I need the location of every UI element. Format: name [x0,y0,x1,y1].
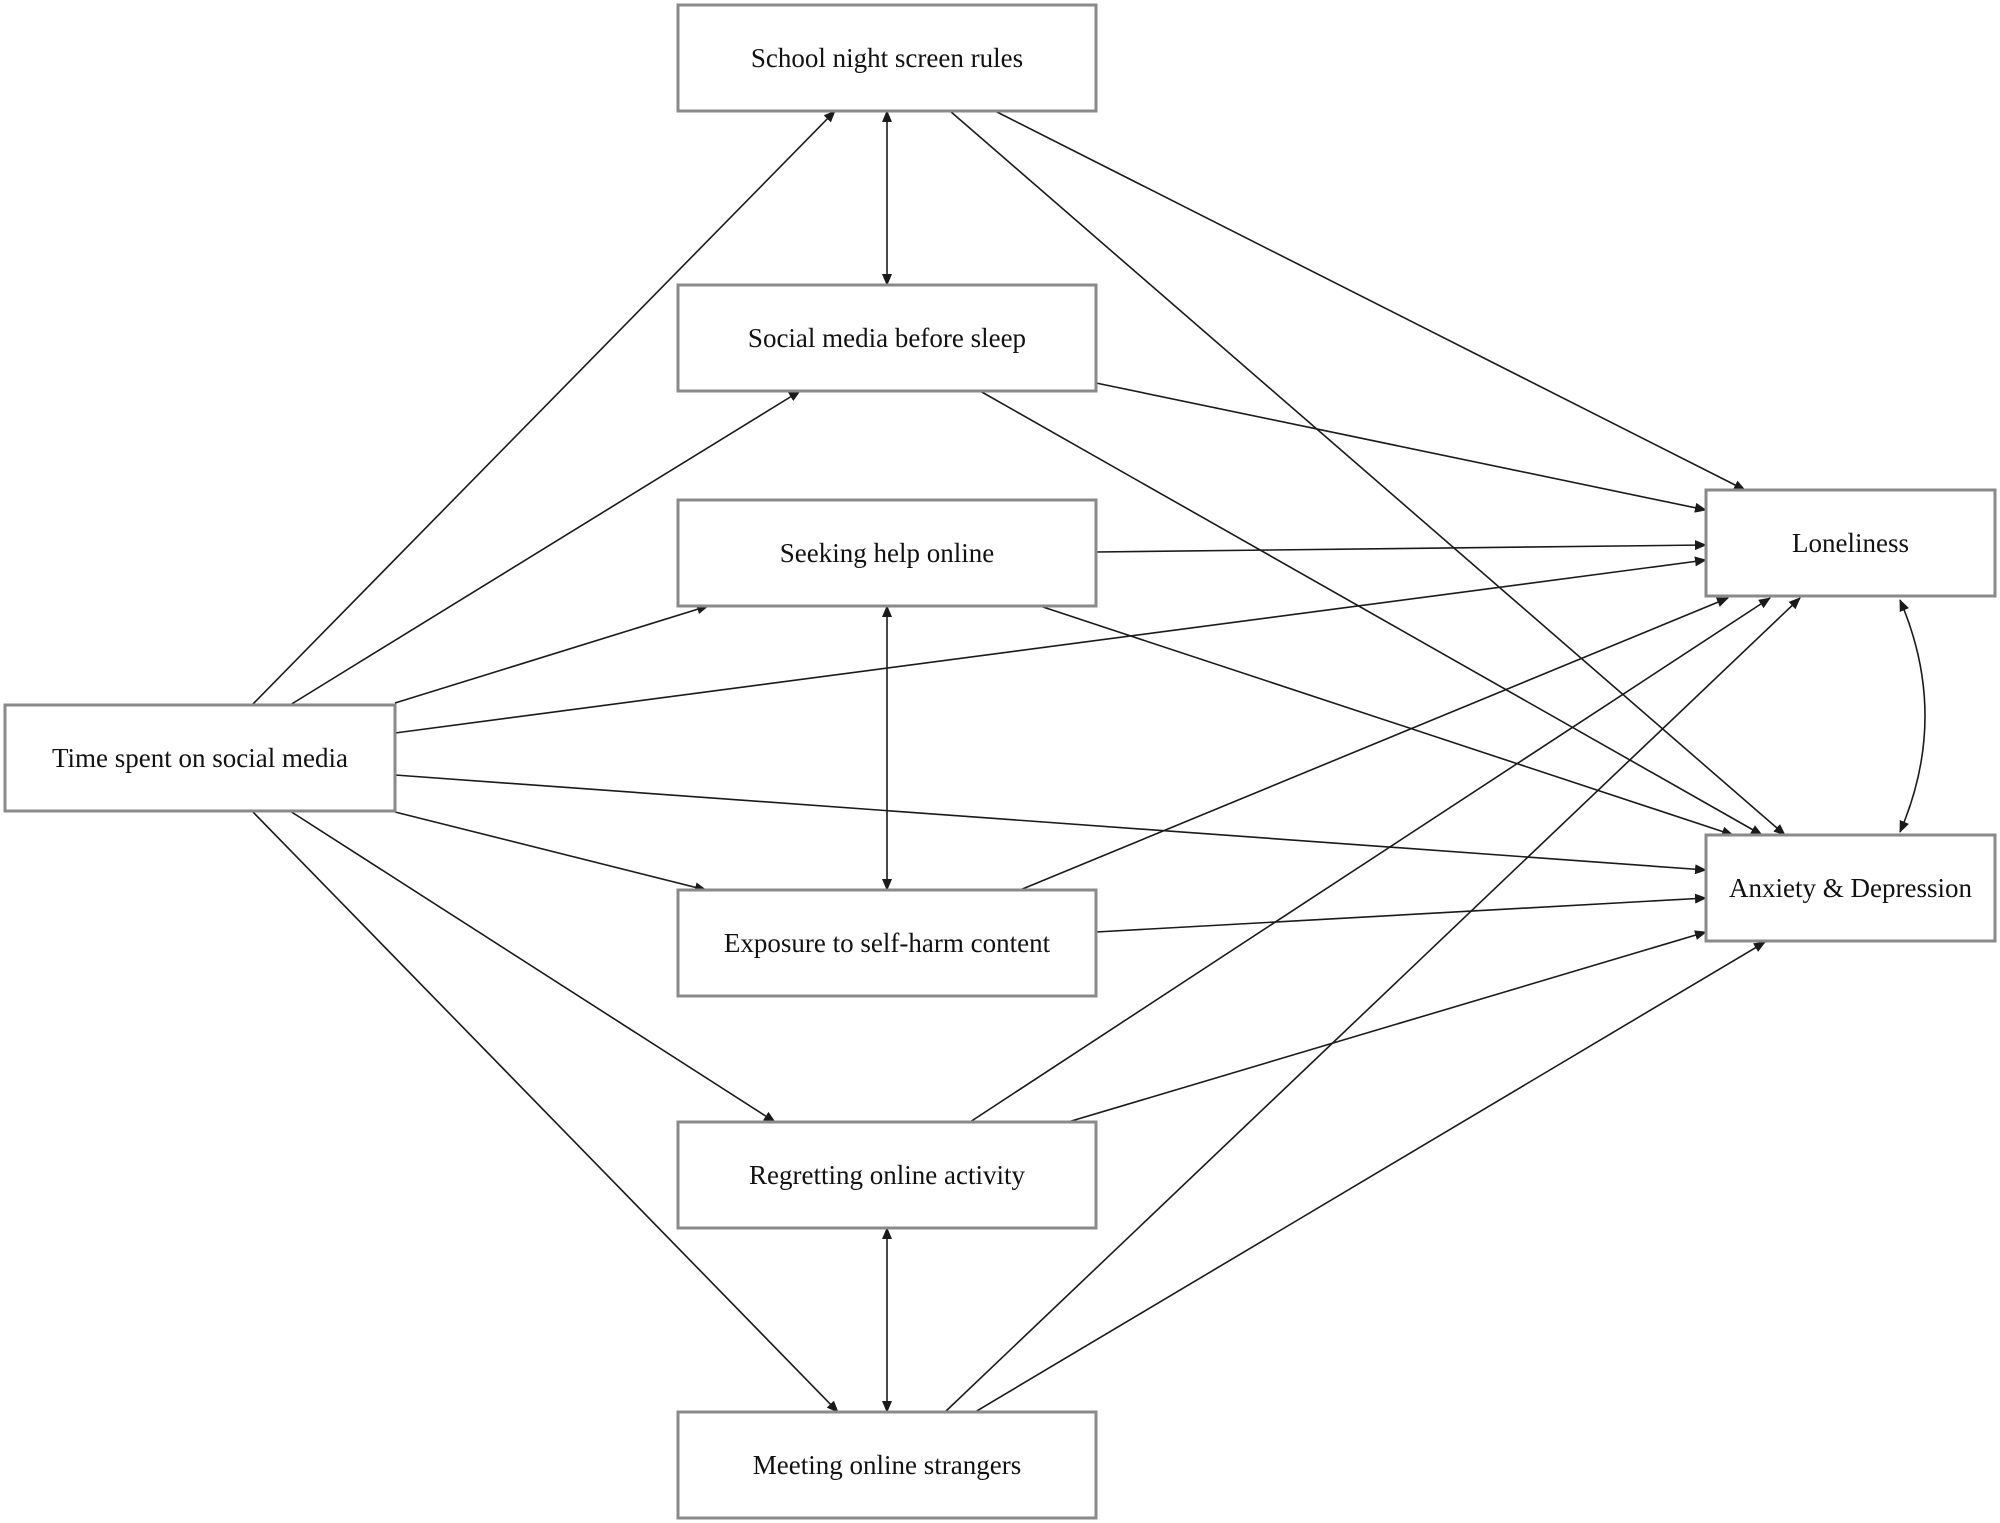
edge-regret-to-anxdep [1067,930,1707,1123]
node-label: Seeking help online [780,538,994,568]
node-anxiety-and-depression: Anxiety & Depression [1704,833,1997,943]
edge-strangers-to-loneliness [944,597,1801,1413]
node-box [676,498,1098,608]
node-label: Social media before sleep [748,323,1026,353]
node-regretting-online-activity: Regretting online activity [676,1120,1098,1230]
node-label: Loneliness [1792,528,1909,558]
node-box [1704,833,1997,943]
node-layer: School night screen rules Social media b… [3,3,1997,1520]
node-box [676,3,1098,113]
edge-before_sleep-to-anxdep [979,390,1763,836]
edge-time-to-regret [289,810,776,1123]
node-label: Meeting online strangers [753,1450,1021,1480]
node-time-spent-on-social-media: Time spent on social media [3,703,397,813]
edge-rules-to-loneliness [994,110,1746,491]
node-box [1704,488,1997,598]
edge-selfharm-to-anxdep [1095,893,1707,933]
node-seeking-help-online: Seeking help online [676,498,1098,608]
node-exposure-to-self-harm-content: Exposure to self-harm content [676,888,1098,998]
edge-time-to-anxdep [394,774,1707,875]
node-school-night-screen-rules: School night screen rules [676,3,1098,113]
edge-loneliness-to-anxdep [1899,599,1926,833]
edge-time-to-rules [251,110,836,706]
node-label: Exposure to self-harm content [724,928,1051,958]
edge-regret-to-loneliness [969,597,1771,1123]
edge-time-to-before_sleep [289,390,801,706]
node-label: School night screen rules [751,43,1023,73]
node-meeting-online-strangers: Meeting online strangers [676,1410,1098,1520]
node-box [676,1410,1098,1520]
edge-time-to-selfharm [394,811,707,893]
edge-before_sleep-to-loneliness [1095,382,1707,513]
node-social-media-before-sleep: Social media before sleep [676,283,1098,393]
edge-time-to-loneliness [394,556,1707,734]
node-label: Time spent on social media [52,743,348,773]
node-box [676,283,1098,393]
node-box [676,888,1098,998]
node-loneliness: Loneliness [1704,488,1997,598]
node-label: Regretting online activity [749,1160,1025,1190]
edge-selfharm-to-loneliness [1019,597,1729,891]
edge-strangers-to-anxdep [974,941,1766,1413]
node-label: Anxiety & Depression [1729,873,1972,903]
edge-help-to-loneliness [1095,540,1707,553]
node-box [676,1120,1098,1230]
node-box [3,703,397,813]
edge-layer [251,110,1926,1413]
edge-time-to-help [394,604,709,704]
edge-rules-to-anxdep [949,110,1786,836]
edge-time-to-strangers [251,810,839,1413]
edge-help-to-anxdep [1039,605,1734,837]
